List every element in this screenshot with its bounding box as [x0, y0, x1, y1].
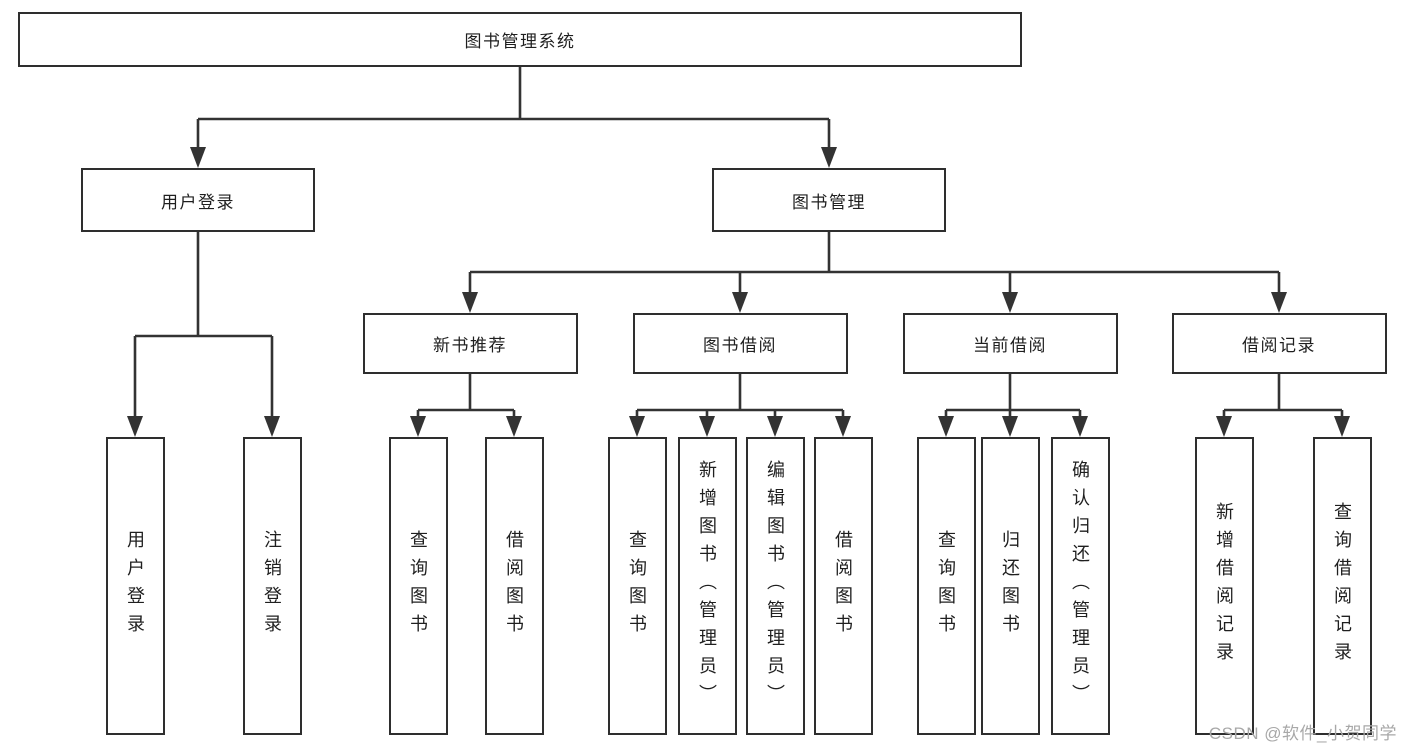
connector-bookborrow-children — [629, 374, 851, 437]
connector-newbooks-children — [410, 374, 522, 437]
node-book-borrow: 图书借阅 — [632, 313, 848, 374]
leaf-records-add-borrow-record: 新增借阅记录 — [1194, 437, 1254, 735]
leaf-newbooks-query-books: 查询图书 — [388, 437, 448, 735]
leaf-current-confirm-return-admin: 确认归还（管理员） — [1050, 437, 1110, 735]
csdn-watermark: CSDN @软件_小贺同学 — [1208, 724, 1397, 743]
node-user-login: 用户登录 — [81, 168, 315, 232]
node-root-library-system: 图书管理系统 — [18, 12, 1022, 67]
leaf-borrow-edit-books-admin: 编辑图书（管理员） — [745, 437, 805, 735]
node-book-management: 图书管理 — [712, 168, 946, 232]
leaf-user-login: 用户登录 — [105, 437, 165, 735]
leaf-borrow-add-books-admin: 新增图书（管理员） — [677, 437, 737, 735]
node-current-borrow: 当前借阅 — [902, 313, 1118, 374]
node-borrow-records: 借阅记录 — [1171, 313, 1387, 374]
connector-userlogin-children — [127, 232, 280, 437]
leaf-borrow-borrow-books: 借阅图书 — [813, 437, 873, 735]
connector-currentborrow-children — [938, 374, 1088, 437]
node-new-book-recommend: 新书推荐 — [362, 313, 578, 374]
leaf-logout-login: 注销登录 — [242, 437, 302, 735]
leaf-records-query-borrow-record: 查询借阅记录 — [1312, 437, 1372, 735]
connector-root-to-level2 — [190, 67, 837, 168]
connector-records-children — [1216, 374, 1350, 437]
connector-bookmgmt-to-level3 — [462, 232, 1287, 313]
leaf-current-return-books: 归还图书 — [980, 437, 1040, 735]
leaf-newbooks-borrow-books: 借阅图书 — [484, 437, 544, 735]
leaf-borrow-query-books: 查询图书 — [607, 437, 667, 735]
leaf-current-query-books: 查询图书 — [916, 437, 976, 735]
